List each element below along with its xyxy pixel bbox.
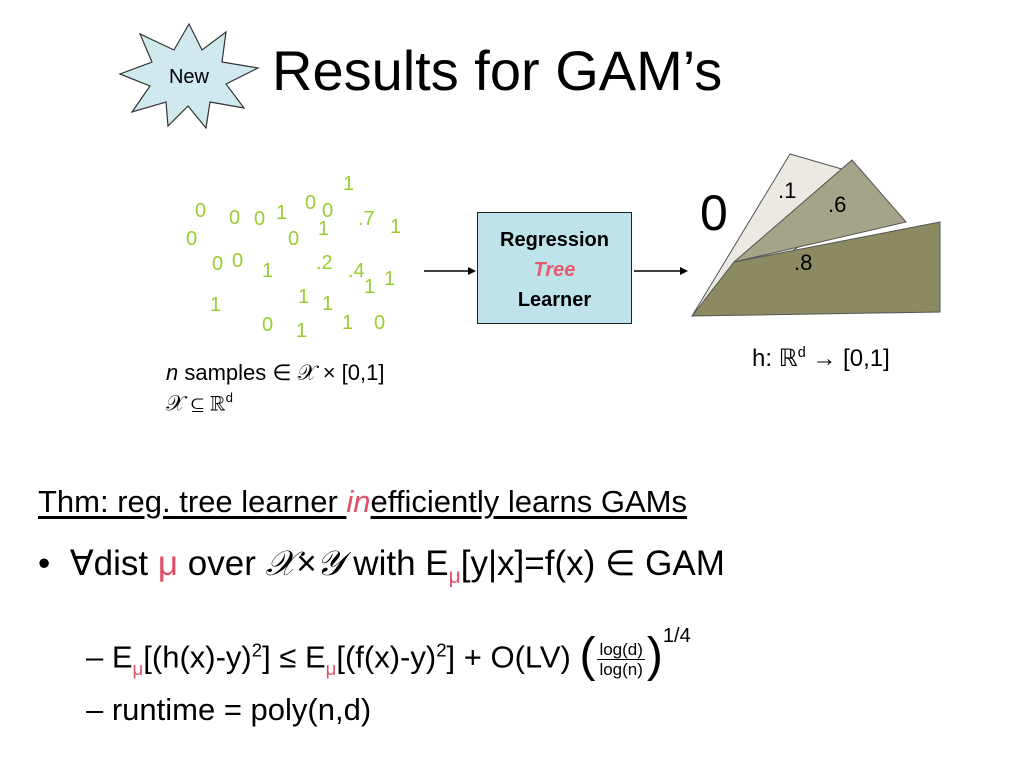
sample-label: .7 (358, 208, 375, 230)
sample-label: 0 (254, 208, 266, 230)
badge-label: New (169, 66, 210, 88)
sample-label: 0 (229, 207, 241, 229)
sample-label: 1 (364, 276, 376, 298)
sample-label: 1 (210, 294, 222, 316)
samples-caption: n samples ∈ 𝒳 × [0,1] (166, 360, 385, 385)
sub-bullet-runtime: – runtime = poly(n,d) (86, 692, 372, 727)
learner-line1: Regression (500, 229, 609, 251)
sample-label: 1 (343, 173, 355, 195)
hypothesis-mapping: h: ℝd → [0,1] (752, 345, 890, 372)
sample-label: 0 (322, 200, 334, 222)
sub-bullet-error-bound: – Eμ[(h(x)-y)2] ≤ Eμ[(f(x)-y)2] + O(LV) … (86, 625, 691, 682)
sample-label: 1 (390, 216, 402, 238)
sample-label: 0 (186, 228, 198, 250)
sample-label: 0 (374, 312, 386, 334)
sample-label: .2 (316, 252, 333, 274)
sample-label: 0 (305, 192, 317, 214)
sample-label: 0 (212, 253, 224, 275)
sample-label: 1 (342, 312, 354, 334)
leaf-value-3: .8 (794, 250, 813, 275)
tree-partition-figure (690, 153, 941, 317)
regression-tree-learner-box: Regression Tree Learner (477, 212, 632, 324)
sample-label: 1 (318, 218, 330, 240)
tree-zero-label: 0 (700, 185, 728, 241)
region-dark (690, 221, 941, 317)
arrow-out (634, 267, 688, 275)
sample-label: 1 (298, 286, 310, 308)
starburst-shape (118, 22, 260, 130)
bullet-main: • ∀dist μ over 𝒳×𝒴 with Eμ[y|x]=f(x) ∈ G… (38, 544, 725, 588)
learner-line3: Learner (517, 289, 592, 311)
sample-label: 1 (296, 320, 308, 342)
sample-label: 0 (232, 250, 244, 272)
leaf-value-2: .6 (828, 192, 847, 217)
leaf-value-1: .1 (778, 178, 797, 203)
sample-label: 0 (288, 228, 300, 250)
new-badge: New (118, 22, 260, 130)
log-ratio-fraction: log(d)log(n) (597, 640, 645, 679)
sample-label: .4 (348, 260, 365, 282)
sample-label: 1 (322, 293, 334, 315)
sample-label: 1 (276, 202, 288, 224)
region-mid (733, 159, 907, 263)
sample-label: 1 (262, 260, 274, 282)
slide-title: Results for GAM’s (272, 39, 723, 102)
domain-caption: 𝒳 ⊆ ℝd (166, 390, 233, 416)
learner-line2: Tree (533, 259, 576, 281)
sample-label: 0 (262, 314, 274, 336)
sample-label: 0 (195, 200, 207, 222)
arrow-in (424, 267, 476, 275)
sample-label: 1 (384, 268, 396, 290)
theorem-heading: Thm: reg. tree learner inefficiently lea… (38, 484, 687, 519)
